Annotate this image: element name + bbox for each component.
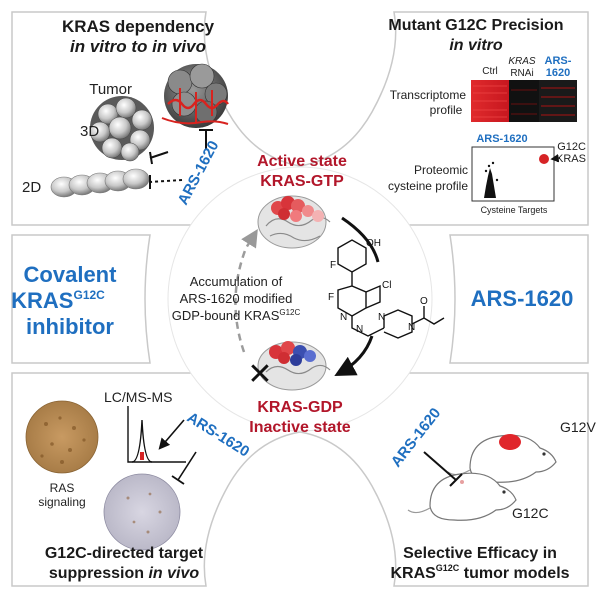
top-right-title-2: in vitro bbox=[449, 37, 503, 54]
proteomic-label-2: cysteine profile bbox=[388, 179, 468, 193]
left-line-2: KRASG12C bbox=[11, 288, 105, 313]
kras-gdp: KRAS-GDP bbox=[257, 399, 343, 416]
accum-line-2: ARS-1620 modified bbox=[180, 291, 293, 306]
right-label: ARS-1620 bbox=[471, 286, 574, 311]
left-line-2-main: KRAS bbox=[11, 288, 73, 313]
weak-2d-line bbox=[149, 179, 183, 183]
g12c-label-2: KRAS bbox=[556, 153, 586, 165]
ihc-brown bbox=[25, 400, 99, 474]
center-circle bbox=[167, 166, 433, 432]
col-kras: KRAS bbox=[508, 56, 536, 67]
bottom-right-title-1: Selective Efficacy in bbox=[403, 545, 557, 562]
chem-n-4: N bbox=[408, 322, 415, 333]
col-ars-2: 1620 bbox=[546, 67, 570, 79]
col-rnai: RNAi bbox=[510, 68, 533, 79]
bottom-left-title-2: suppression in vivo bbox=[49, 565, 199, 582]
inactive-state: Inactive state bbox=[249, 419, 350, 436]
scatter-title: ARS-1620 bbox=[476, 133, 527, 145]
accum-line-1: Accumulation of bbox=[190, 274, 283, 289]
g12c-mouse-label: G12C bbox=[512, 505, 549, 521]
cycle-arrow-left bbox=[234, 229, 258, 353]
scatter-xaxis: Cysteine Targets bbox=[481, 205, 548, 215]
label-3d: 3D bbox=[80, 123, 99, 140]
right-panel bbox=[449, 234, 589, 364]
col-ctrl: Ctrl bbox=[482, 66, 498, 77]
col-ars-1: ARS- bbox=[545, 55, 572, 67]
left-panel bbox=[11, 234, 151, 364]
mice-art bbox=[407, 434, 557, 521]
protein-gtp bbox=[257, 195, 331, 249]
heatmap-kras-rnai bbox=[509, 80, 539, 122]
bottom-left-panel bbox=[11, 372, 301, 587]
chem-cl: Cl bbox=[382, 280, 391, 291]
bottom-right-title-2: KRASG12C tumor models bbox=[390, 563, 569, 582]
bottom-right-drug-label: ARS-1620 bbox=[388, 405, 445, 471]
ars1620-structure bbox=[337, 239, 445, 339]
bottom-left-art bbox=[25, 400, 197, 551]
protein-gdp bbox=[257, 341, 331, 391]
bottom-left-title-1: G12C-directed target bbox=[45, 545, 204, 562]
g12c-label-1: G12C bbox=[557, 141, 586, 153]
transcriptome-label-1: Transcriptome bbox=[390, 88, 467, 102]
bottom-right-title-2-tail: tumor models bbox=[459, 565, 569, 582]
ras-inhibit-line bbox=[177, 451, 197, 481]
tumor-mass bbox=[161, 63, 229, 128]
2d-cell-chain bbox=[50, 168, 150, 198]
chem-o: O bbox=[420, 296, 428, 307]
mouse-inhibit-line bbox=[423, 451, 457, 481]
lcms-arrow bbox=[158, 419, 185, 450]
bottom-left-title-2-italic: in vivo bbox=[148, 565, 199, 582]
cycle-arrow-right-bottom bbox=[334, 335, 374, 376]
bottom-left-title-2-main: suppression bbox=[49, 565, 149, 582]
top-left-title-2: in vitro to in vivo bbox=[70, 37, 206, 56]
cycle-arrow-right-top bbox=[341, 216, 380, 263]
3d-spheroid bbox=[89, 96, 154, 162]
kras-gtp: KRAS-GTP bbox=[260, 173, 344, 190]
left-line-2-sup: G12C bbox=[73, 288, 105, 302]
accum-line-3-main: GDP-bound KRAS bbox=[172, 308, 280, 323]
active-state: Active state bbox=[257, 153, 347, 170]
block-mark: ✕ bbox=[247, 357, 272, 392]
top-right-panel bbox=[299, 11, 589, 226]
top-left-title-1: KRAS dependency bbox=[62, 17, 215, 36]
chem-f-1: F bbox=[330, 260, 336, 271]
bottom-right-panel bbox=[299, 372, 589, 587]
chem-f-2: F bbox=[328, 292, 334, 303]
lcms-axes bbox=[127, 406, 186, 463]
chem-oh: OH bbox=[366, 238, 381, 249]
accum-line-3-sup: G12C bbox=[279, 308, 300, 317]
lcms-peak bbox=[131, 419, 153, 463]
top-right-title-1: Mutant G12C Precision bbox=[388, 17, 563, 34]
transcriptome-label-2: profile bbox=[430, 103, 463, 117]
transcriptome-heatmap bbox=[471, 80, 577, 122]
g12c-pointer bbox=[550, 153, 561, 163]
ras-label-1: RAS bbox=[50, 481, 75, 495]
top-left-art bbox=[50, 63, 229, 198]
top-left-panel bbox=[11, 11, 301, 226]
inhibit-3d-line bbox=[149, 151, 169, 159]
bottom-right-title-2-sup: G12C bbox=[436, 563, 460, 573]
g12c-kras-point bbox=[539, 154, 549, 164]
ras-label-2: signaling bbox=[38, 495, 85, 509]
chem-n-1: N bbox=[340, 312, 347, 323]
ihc-gray bbox=[103, 473, 181, 551]
accum-line-3: GDP-bound KRASG12C bbox=[172, 308, 301, 323]
g12v-label: G12V bbox=[560, 419, 596, 435]
lcms-label: LC/MS-MS bbox=[104, 389, 172, 405]
label-2d: 2D bbox=[22, 179, 41, 196]
left-line-1: Covalent bbox=[24, 262, 118, 287]
chem-n-2: N bbox=[356, 324, 363, 335]
proteomic-scatter bbox=[471, 146, 555, 202]
chem-n-3: N bbox=[378, 312, 385, 323]
tumor-label: Tumor bbox=[89, 81, 132, 98]
bottom-right-title-2-main: KRAS bbox=[390, 565, 436, 582]
proteomic-label-1: Proteomic bbox=[414, 163, 468, 177]
left-line-3: inhibitor bbox=[26, 314, 114, 339]
panel-frames bbox=[11, 11, 589, 587]
